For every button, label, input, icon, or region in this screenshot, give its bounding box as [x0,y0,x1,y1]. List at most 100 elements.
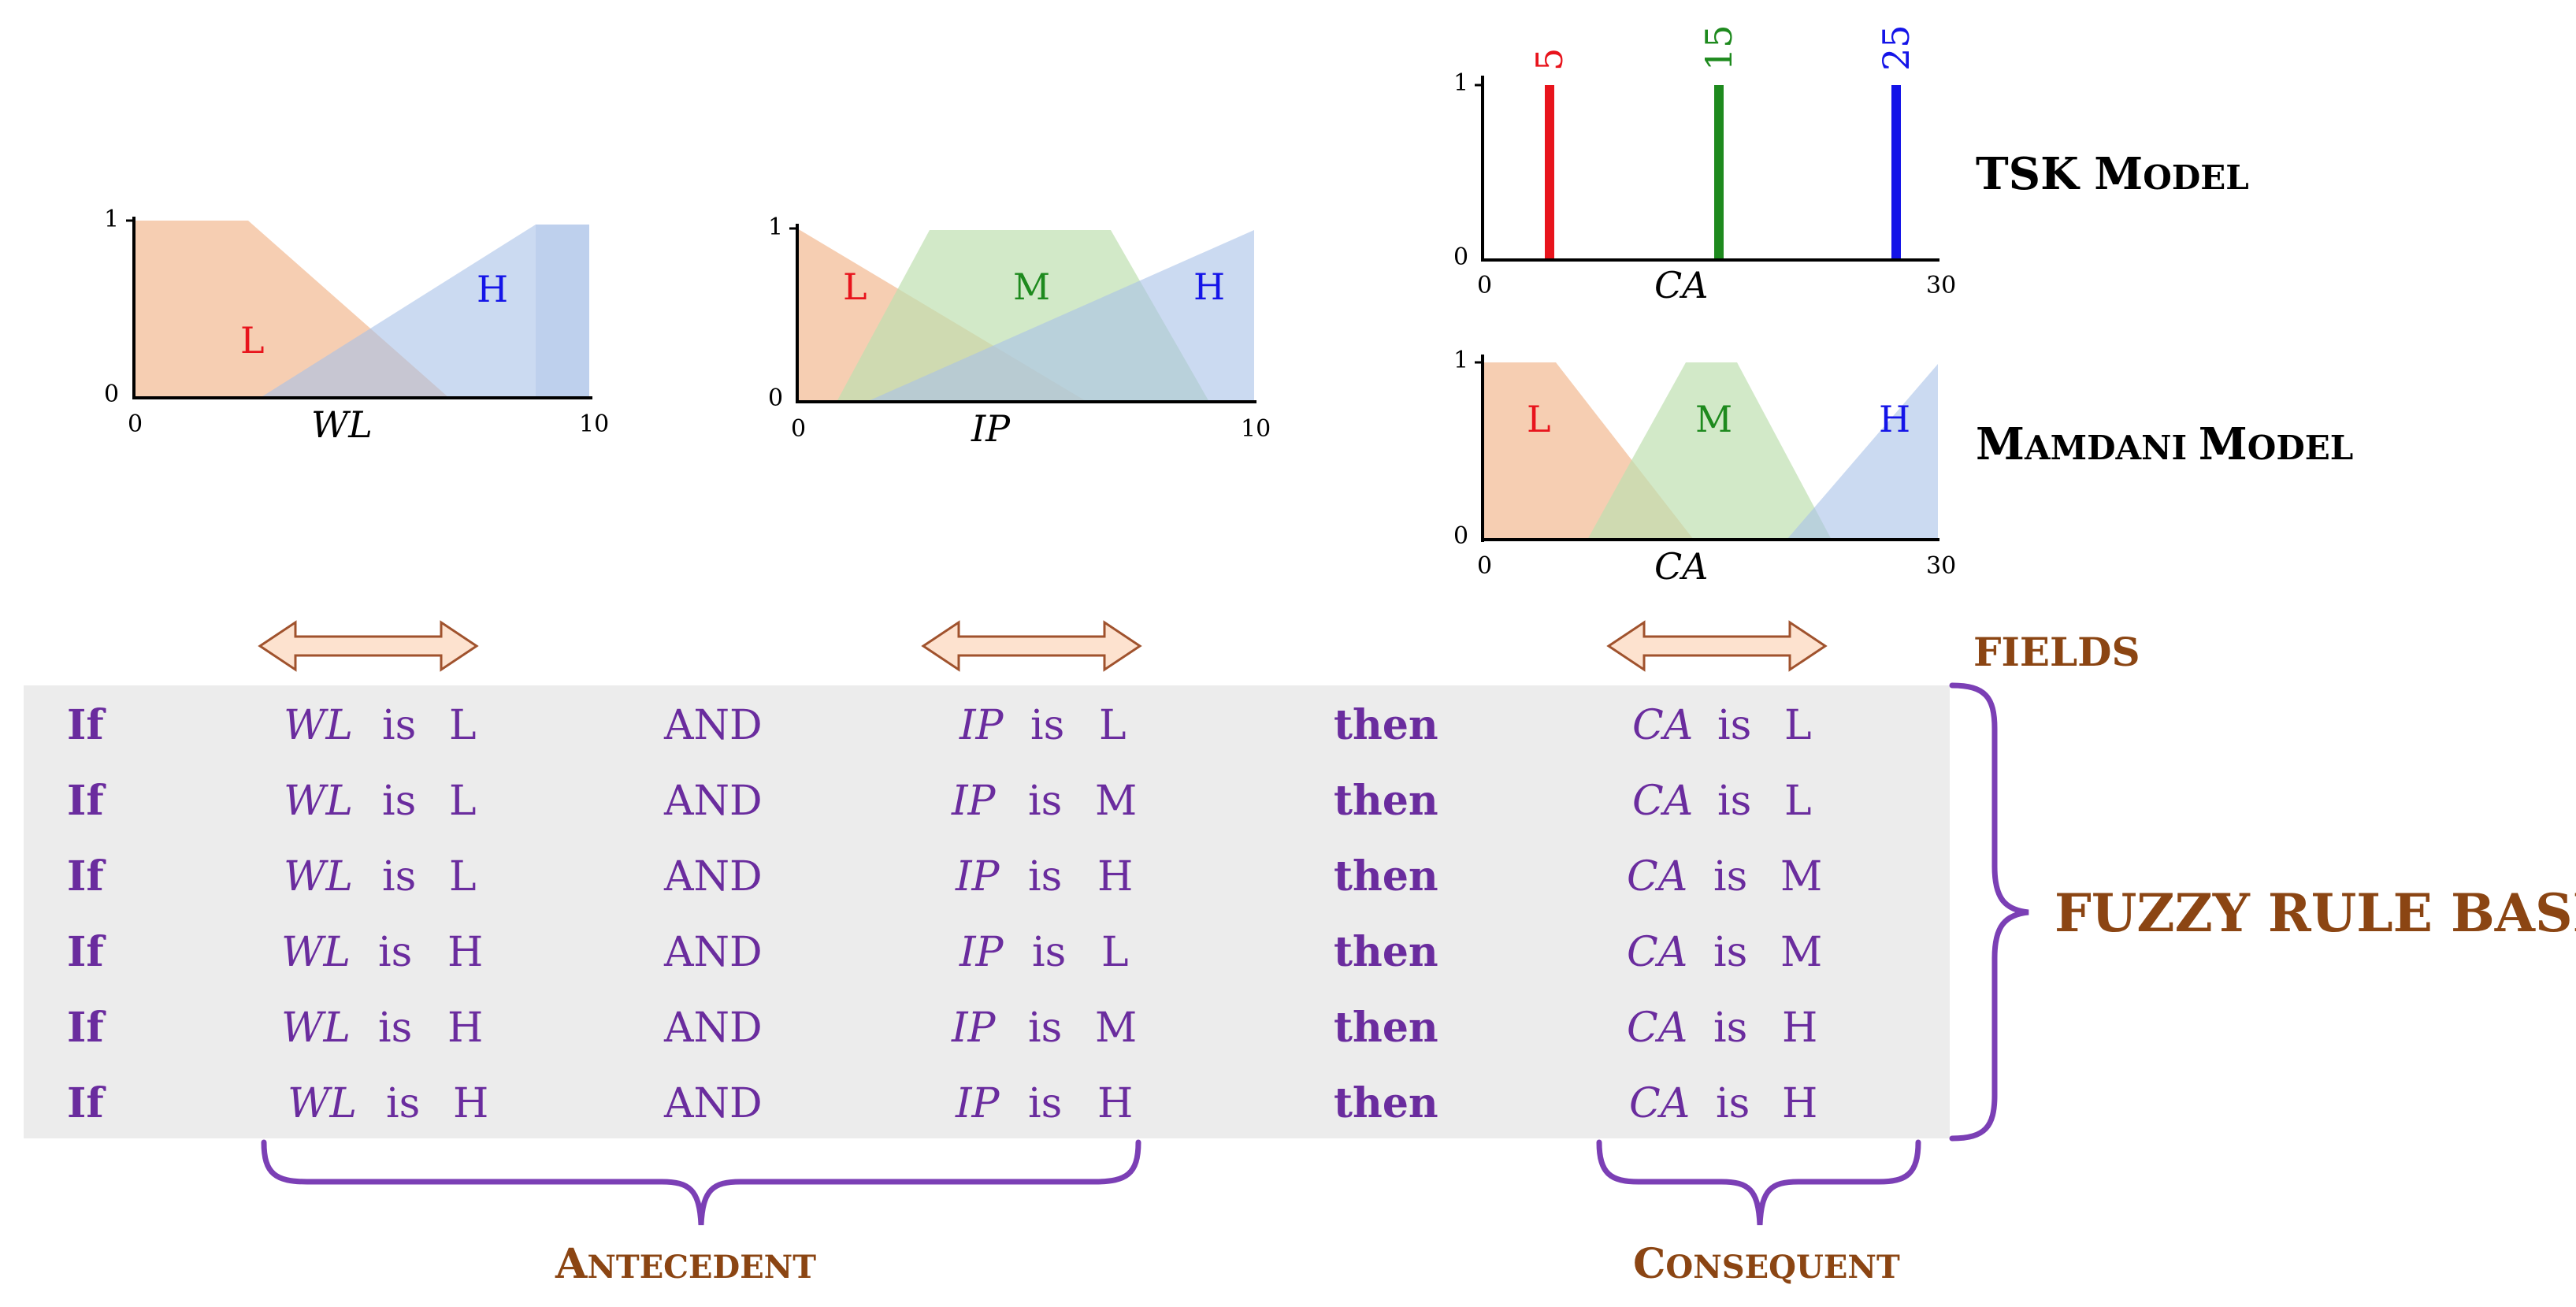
rule-wl-term: L [449,702,477,749]
wl-high-label: H [477,268,508,310]
rule-is: is [382,778,416,825]
rule-if: If [67,852,106,900]
consequent-label: CONSEQUENT [1633,1240,1900,1288]
double-arrow-wl-icon [258,620,479,672]
ip-axis-label: IP [971,407,1011,450]
rule-ca-var: CA [1627,1004,1687,1052]
mamdani-xmax-label: 30 [1926,552,1956,580]
mamdani-high-label: H [1879,398,1910,440]
rule-wl-var: WL [284,853,353,900]
rule-ip-term: M [1095,1004,1137,1052]
wl-ymin-label: 0 [104,381,119,408]
rule-ip-var: IP [959,702,1004,749]
tsk-xmin-label: 0 [1477,272,1492,299]
rule-ca-var: CA [1629,1080,1690,1127]
rule-ip-var: IP [951,1004,997,1052]
ip-xmin-label: 0 [791,415,806,443]
rule-is: is [378,929,412,976]
mamdani-high-mf [1787,364,1938,540]
rule-wl-var: WL [288,1080,357,1127]
mamdani-ymax-label: 1 [1453,347,1468,374]
mamdani-ymin-label: 0 [1453,522,1468,550]
rule-wl-term: L [449,853,477,900]
mamdani-output-chart: 1 0 0 30 CA L M H [1453,347,1956,588]
wl-xmax-label: 10 [579,410,609,438]
field-arrows [258,620,1828,672]
ip-xmax-label: 10 [1241,415,1271,443]
rule-ca-term: M [1780,853,1822,900]
wl-ymax-label: 1 [104,206,119,233]
wl-low-label: L [240,319,265,362]
rule-wl-term: L [449,778,477,825]
double-arrow-ca-icon [1606,620,1828,672]
fuzzy-rule-base-label: FUZZY RULE BASE [2054,882,2576,944]
mamdani-mid-mf [1587,362,1832,540]
wl-high-mf [260,225,589,398]
rule-wl-var: WL [284,778,353,825]
tsk-spike-15-label: 15 [1698,24,1740,71]
ip-low-label: L [843,265,867,308]
rule-wl-var: WL [284,702,353,749]
rule-base-panel [24,685,1950,1138]
rule-base-brace-icon [1949,682,2029,1142]
mamdani-xmin-label: 0 [1477,552,1492,580]
ip-high-label: H [1193,265,1225,308]
rule-ip-var: IP [955,853,1000,900]
rule-row: If WL is H AND IP is L then CA is M [67,928,1822,976]
rule-ip-term: H [1097,1080,1133,1127]
rule-wl-term: H [447,1004,483,1052]
rule-is: is [382,702,416,749]
rule-row: If WL is H AND IP is M then CA is H [67,1004,1817,1052]
mamdani-axis-label: CA [1654,545,1708,588]
rule-is: is [386,1080,420,1127]
rule-is: is [378,1004,412,1052]
rule-is: is [1028,853,1062,900]
rule-ca-var: CA [1632,702,1693,749]
fields-label: FIELDS [1973,629,2140,675]
rule-is: is [1717,778,1751,825]
rule-base-rows: If WL is L AND IP is L then CA is L If W… [67,701,1822,1127]
rule-row: If WL is L AND IP is M then CA is L [67,777,1812,825]
rule-if: If [67,701,106,749]
rule-then: then [1334,701,1438,749]
rule-then: then [1334,852,1438,900]
wl-high-plateau [536,225,589,398]
antecedent-label: ANTECEDENT [555,1240,816,1288]
rule-ca-var: CA [1627,929,1687,976]
rule-ca-term: H [1782,1080,1817,1127]
rule-and: AND [663,778,763,825]
double-arrow-ip-icon [921,620,1142,672]
tsk-spike-25-label: 25 [1875,24,1917,71]
tsk-axis-label: CA [1654,264,1708,306]
rule-and: AND [663,702,763,749]
rule-is: is [1717,702,1751,749]
consequent-brace-icon [1596,1139,1921,1226]
wl-membership-chart: 1 0 0 10 WL L H [104,206,609,446]
rule-if: If [67,928,106,976]
rule-row: If WL is H AND IP is H then CA is H [67,1079,1817,1127]
tsk-output-chart: 1 0 0 30 CA 5 15 25 [1453,24,1956,306]
ip-ymin-label: 0 [768,384,783,412]
rule-is: is [1028,778,1062,825]
rule-if: If [67,1079,106,1127]
rule-is: is [1713,1004,1747,1052]
ip-membership-chart: 1 0 0 10 IP L M H [768,214,1271,450]
rule-ip-var: IP [959,929,1004,976]
rule-ip-term: M [1095,778,1137,825]
wl-xmin-label: 0 [128,410,143,438]
rule-is: is [1030,702,1064,749]
tsk-model-title: TSK MODEL [1976,148,2249,200]
rule-row: If WL is L AND IP is L then CA is L [67,701,1812,749]
rule-ip-var: IP [951,778,997,825]
rule-wl-var: WL [281,1004,351,1052]
mamdani-model-title: MAMDANI MODEL [1976,418,2353,470]
ip-ymax-label: 1 [768,214,783,241]
rule-is: is [1032,929,1066,976]
rule-ip-term: L [1099,702,1127,749]
rule-is: is [1716,1080,1750,1127]
wl-axis-label: WL [311,403,373,446]
rule-wl-term: H [447,929,483,976]
rule-ca-term: L [1784,702,1812,749]
rule-ca-term: L [1784,778,1812,825]
